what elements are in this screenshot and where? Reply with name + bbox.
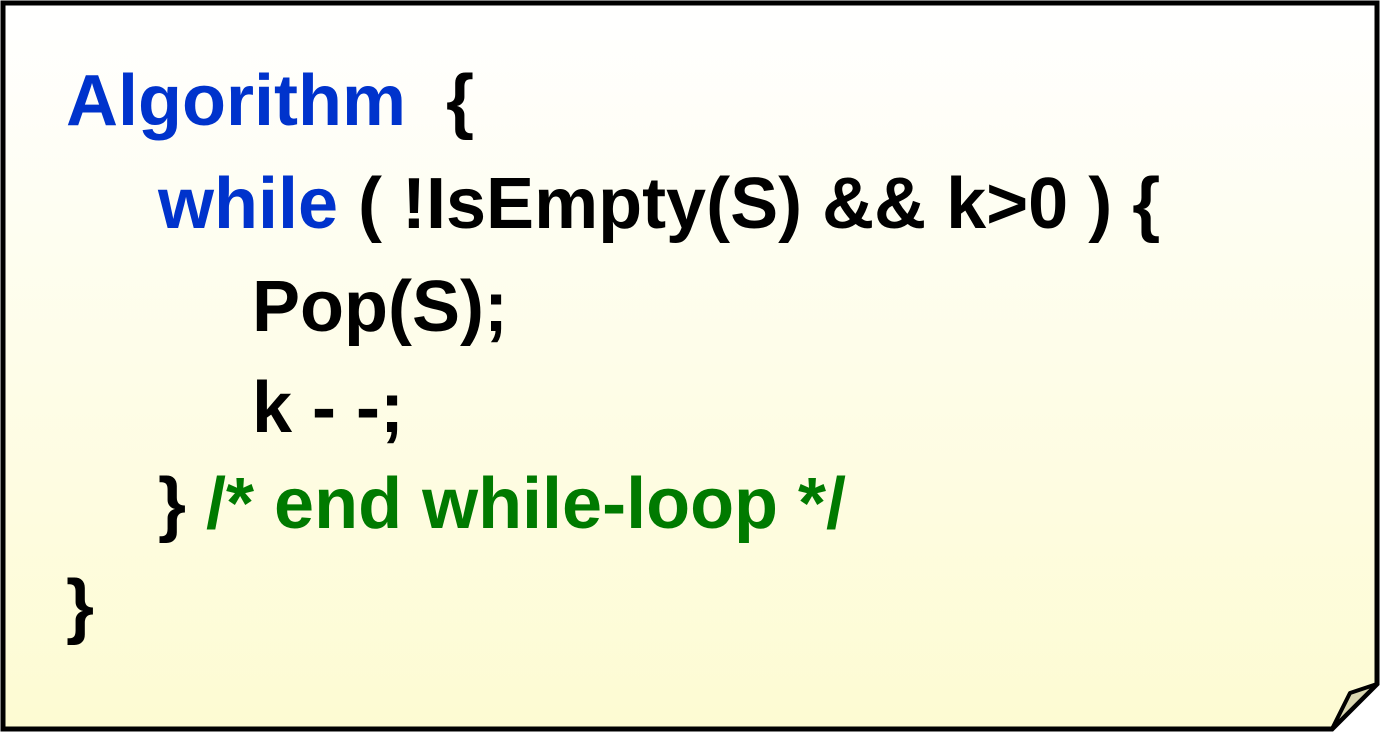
code-line-end-algorithm: } — [66, 570, 94, 642]
code-line-end-while: } /* end while-loop */ — [158, 468, 846, 540]
keyword-while: while — [158, 164, 339, 244]
code-line-while: while ( !IsEmpty(S) && k>0 ) { — [158, 168, 1160, 240]
keyword-algorithm: Algorithm — [66, 61, 406, 141]
note-fold-corner — [1330, 682, 1379, 731]
code-line-algorithm: Algorithm { — [66, 65, 474, 137]
close-brace-while: } — [158, 464, 207, 544]
end-while-comment: /* end while-loop */ — [206, 464, 847, 544]
open-brace: { — [405, 61, 474, 141]
while-condition: ( !IsEmpty(S) && k>0 ) { — [338, 164, 1161, 244]
pop-statement: Pop(S); — [252, 267, 508, 347]
close-brace-algorithm: } — [66, 566, 95, 646]
code-line-decrement: k - -; — [252, 372, 404, 444]
decrement-statement: k - -; — [252, 368, 404, 448]
code-line-pop: Pop(S); — [252, 271, 508, 343]
